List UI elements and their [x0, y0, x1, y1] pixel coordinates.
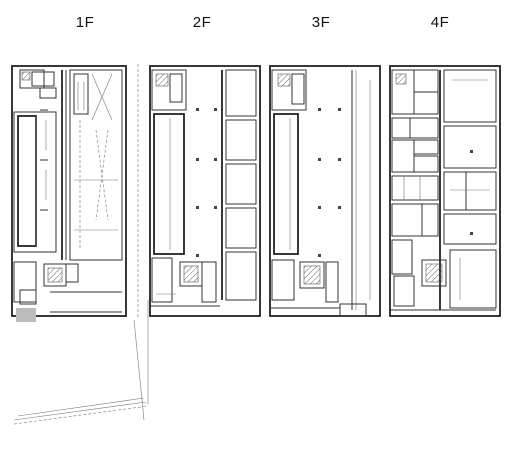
floor-label-1f: 1F — [75, 14, 95, 31]
plan-3f — [269, 65, 381, 317]
floor-label-3f: 3F — [311, 14, 331, 31]
floor-label-2f: 2F — [192, 14, 212, 31]
plan-4f — [389, 65, 501, 317]
plan-1f — [11, 65, 127, 322]
plan-2f — [149, 65, 261, 317]
site-boundary — [13, 64, 149, 425]
floor-label-4f: 4F — [430, 14, 450, 31]
